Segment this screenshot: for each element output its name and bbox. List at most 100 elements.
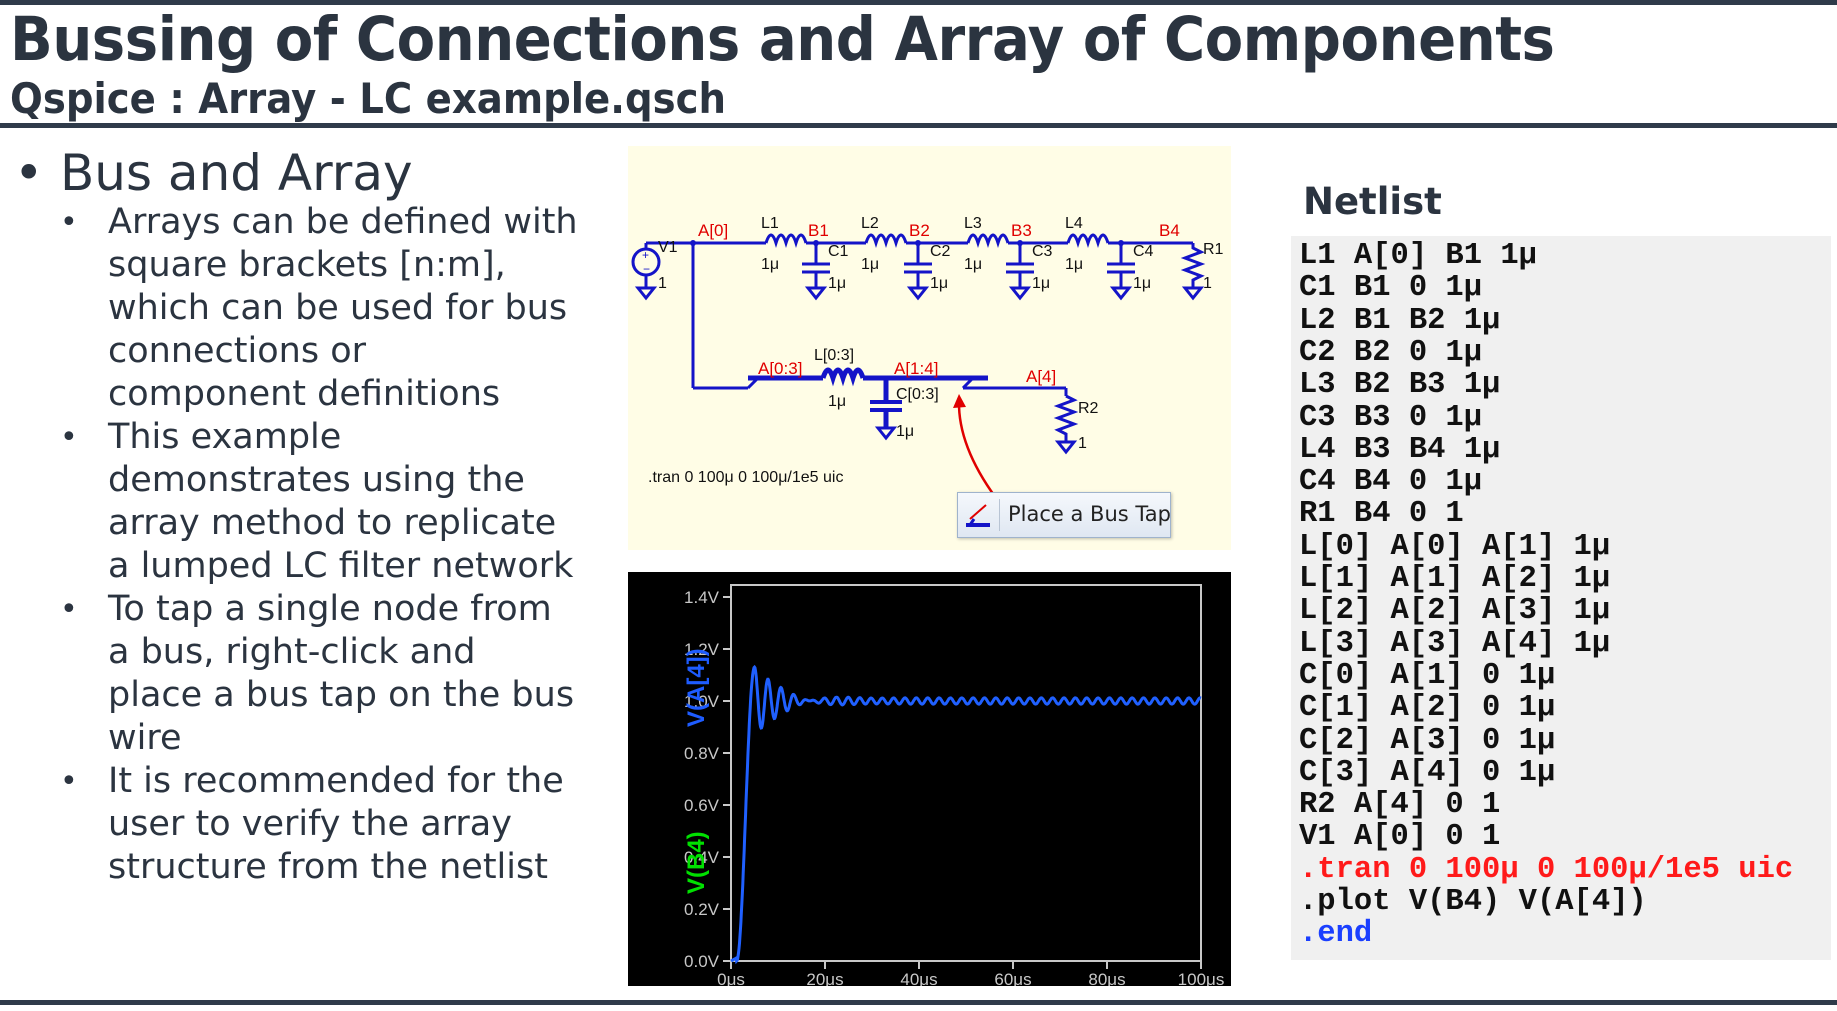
netlist-line: C[2] A[3] 0 1μ [1299,723,1556,758]
x-tick-label: 0μs [717,970,745,986]
bottom-rule [0,1000,1837,1005]
bullet-list: •Bus and Array • Arrays can be defined wi… [10,145,600,889]
y-tick-label: 0.6V [684,796,720,815]
y-tick-label: 1.0V [684,692,720,711]
part-value-c2: 1μ [930,275,948,292]
sub-bullet-line: Arrays can be defined with [108,202,578,242]
part-value-l1: 1μ [761,256,779,273]
netlist-line: L4 B3 B4 1μ [1299,432,1501,467]
netlist-line: C[3] A[4] 0 1μ [1299,755,1556,790]
schematic-drawing: +− A[0] B1 B2 B3 B4 A[0:3] A[1:4] A[4] V… [631,215,1224,499]
part-label-c3: C3 [1032,243,1053,260]
part-label-l-array: L[0:3] [814,347,854,364]
plus-sign: + [642,248,649,262]
netlist-line: .end [1299,917,1373,952]
net-label-b3: B3 [1011,221,1032,240]
part-label-l2: L2 [861,215,879,232]
sub-bullet-line: component definitions [108,374,501,414]
part-value-c1: 1μ [828,275,846,292]
menu-item-label: Place a Bus Tap [1008,502,1171,526]
netlist-line: V1 A[0] 0 1 [1299,820,1501,855]
callout-arrow [957,400,998,499]
x-tick-label: 80μs [1088,970,1125,986]
top-rule [0,0,1837,5]
bullet-dot-icon: • [60,592,78,627]
bullet-dot-icon: • [60,764,78,799]
tran-directive: .tran 0 100μ 0 100μ/1e5 uic [648,469,843,486]
trace-v-a4 [730,664,1202,965]
netlist-line: .tran 0 100μ 0 100μ/1e5 uic [1299,852,1794,887]
x-tick-label: 40μs [900,970,937,986]
sub-bullet-line: a bus, right-click and [108,632,476,672]
y-tick-label: 0.2V [684,900,720,919]
x-tick-label: 100μs [1178,970,1225,986]
netlist-line: L2 B1 B2 1μ [1299,303,1501,338]
part-value-c3: 1μ [1032,275,1050,292]
menu-separator [999,499,1000,531]
part-value-c4: 1μ [1133,275,1151,292]
net-label-a14: A[1:4] [894,359,938,378]
sub-bullet-line: demonstrates using the [108,460,525,500]
sub-bullet-line: place a bus tap on the bus [108,675,575,715]
sub-bullet-line: To tap a single node from [108,589,552,629]
net-label-b2: B2 [909,221,930,240]
sub-bullet-line: structure from the netlist [108,847,548,887]
part-label-c1: C1 [828,243,849,260]
bus-tap-icon [966,504,990,527]
netlist-line: C3 B3 0 1μ [1299,400,1483,435]
slide-title: Bussing of Connections and Array of Comp… [10,4,1555,75]
x-tick-label: 60μs [994,970,1031,986]
part-value-l2: 1μ [861,256,879,273]
trace-label-v-a4: V(A[4]) [683,648,710,727]
sub-bullet-line: It is recommended for the [108,761,564,801]
bullet-dot-icon: • [14,144,44,202]
part-value-r2: 1 [1078,435,1087,452]
part-value-l4: 1μ [1065,256,1083,273]
sub-bullet-line: square brackets [n:m], [108,245,506,285]
part-value-v1: 1 [658,275,667,292]
netlist-line: R1 B4 0 1 [1299,497,1464,532]
net-label-b1: B1 [808,221,829,240]
place-bus-tap-menu-item[interactable]: Place a Bus Tap [957,492,1171,538]
part-label-r2: R2 [1078,400,1099,417]
part-value-c-array: 1μ [896,423,914,440]
net-label-a4: A[4] [1026,367,1056,386]
netlist-line: L[3] A[3] A[4] 1μ [1299,626,1611,661]
part-label-c-array: C[0:3] [896,386,939,403]
sub-bullet-line: user to verify the array [108,804,512,844]
netlist-line: C4 B4 0 1μ [1299,465,1483,500]
netlist-line: L[2] A[2] A[3] 1μ [1299,594,1611,629]
schematic-panel: +− A[0] B1 B2 B3 B4 A[0:3] A[1:4] A[4] V… [628,146,1231,550]
y-tick-label: 0.4V [684,848,720,867]
sub-bullet-line: which can be used for bus [108,288,568,328]
net-label-b4: B4 [1159,221,1180,240]
part-label-l1: L1 [761,215,779,232]
y-tick-label: 1.2V [684,640,720,659]
netlist-line: R2 A[4] 0 1 [1299,788,1501,823]
x-tick-label: 20μs [806,970,843,986]
arrowhead-icon [953,394,966,408]
title-divider [0,123,1837,128]
netlist-title: Netlist [1303,180,1442,223]
netlist-line: C[1] A[2] 0 1μ [1299,691,1556,726]
part-label-r1: R1 [1203,241,1224,258]
part-label-c4: C4 [1133,243,1154,260]
net-label-a03: A[0:3] [758,359,802,378]
trace-label-v-b4: V(B4) [683,831,710,894]
bullet-dot-icon: • [60,420,78,455]
netlist-line: L[1] A[1] A[2] 1μ [1299,562,1611,596]
sub-bullet-line: a lumped LC filter network [108,546,574,586]
y-tick-label: 1.4V [684,588,720,607]
bullet-heading: •Bus and Array [14,144,413,202]
netlist-line: L1 A[0] B1 1μ [1299,239,1537,273]
sub-bullet-line: wire [108,718,182,758]
part-label-l3: L3 [964,215,982,232]
netlist-line: C1 B1 0 1μ [1299,271,1483,306]
netlist-line: L[0] A[0] A[1] 1μ [1299,529,1611,564]
